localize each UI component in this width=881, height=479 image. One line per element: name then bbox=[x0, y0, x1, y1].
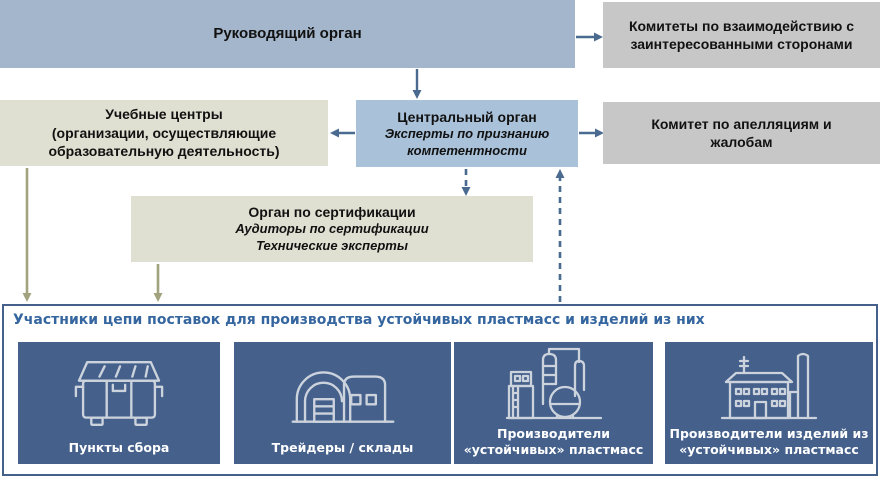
supply-chain-section: Участники цепи поставок для производства… bbox=[2, 304, 878, 476]
stakeholder-committees-box: Комитеты по взаимодействию с заинтересов… bbox=[603, 2, 880, 68]
supply-chain-card-plastics-producers: Производители «устойчивых» пластмасс bbox=[454, 342, 653, 464]
certification-body-subtitle1: Аудиторы по сертификации bbox=[235, 221, 429, 237]
supply-chain-card-collection-points: Пункты сбора bbox=[18, 342, 220, 464]
training-centers-line1: Учебные центры bbox=[105, 106, 223, 123]
dumpster-icon bbox=[74, 360, 164, 426]
central-body-box: Центральный орган Эксперты по признанию … bbox=[356, 100, 578, 167]
training-centers-line2: (организации, осуществляющие bbox=[51, 124, 277, 141]
stakeholder-committees-label: Комитеты по взаимодействию с заинтересов… bbox=[628, 17, 854, 52]
governing-body-label: Руководящий орган bbox=[213, 25, 362, 43]
supply-chain-card-traders-warehouses: Трейдеры / склады bbox=[234, 342, 451, 464]
central-body-title: Центральный орган bbox=[397, 109, 537, 126]
training-centers-line3: образовательную деятельность) bbox=[48, 143, 280, 160]
factory-icon bbox=[720, 352, 818, 420]
appeals-committee-box: Комитет по апелляциям и жалобам bbox=[603, 102, 880, 164]
card-label-traders-warehouses: Трейдеры / склады bbox=[271, 439, 414, 455]
central-body-subtitle: Эксперты по признанию компетентности bbox=[384, 126, 550, 158]
card-label-plastics-producers: Производители «устойчивых» пластмасс bbox=[463, 426, 644, 458]
certification-body-title: Орган по сертификации bbox=[248, 203, 416, 220]
training-centers-box: Учебные центры (организации, осуществляю… bbox=[0, 100, 328, 166]
governing-body-box: Руководящий орган bbox=[0, 0, 575, 68]
supply-chain-card-products-producers: Производители изделий из «устойчивых» пл… bbox=[665, 342, 873, 464]
card-label-collection-points: Пункты сбора bbox=[68, 439, 170, 455]
chemical-plant-icon bbox=[505, 347, 602, 420]
warehouse-icon bbox=[291, 371, 394, 423]
supply-chain-title: Участники цепи поставок для производства… bbox=[13, 312, 705, 328]
appeals-committee-label: Комитет по апелляциям и жалобам bbox=[651, 115, 832, 150]
certification-body-box: Орган по сертификации Аудиторы по сертиф… bbox=[131, 196, 533, 262]
certification-body-subtitle2: Технические эксперты bbox=[256, 238, 408, 254]
card-label-products-producers: Производители изделий из «устойчивых» пл… bbox=[669, 426, 869, 458]
